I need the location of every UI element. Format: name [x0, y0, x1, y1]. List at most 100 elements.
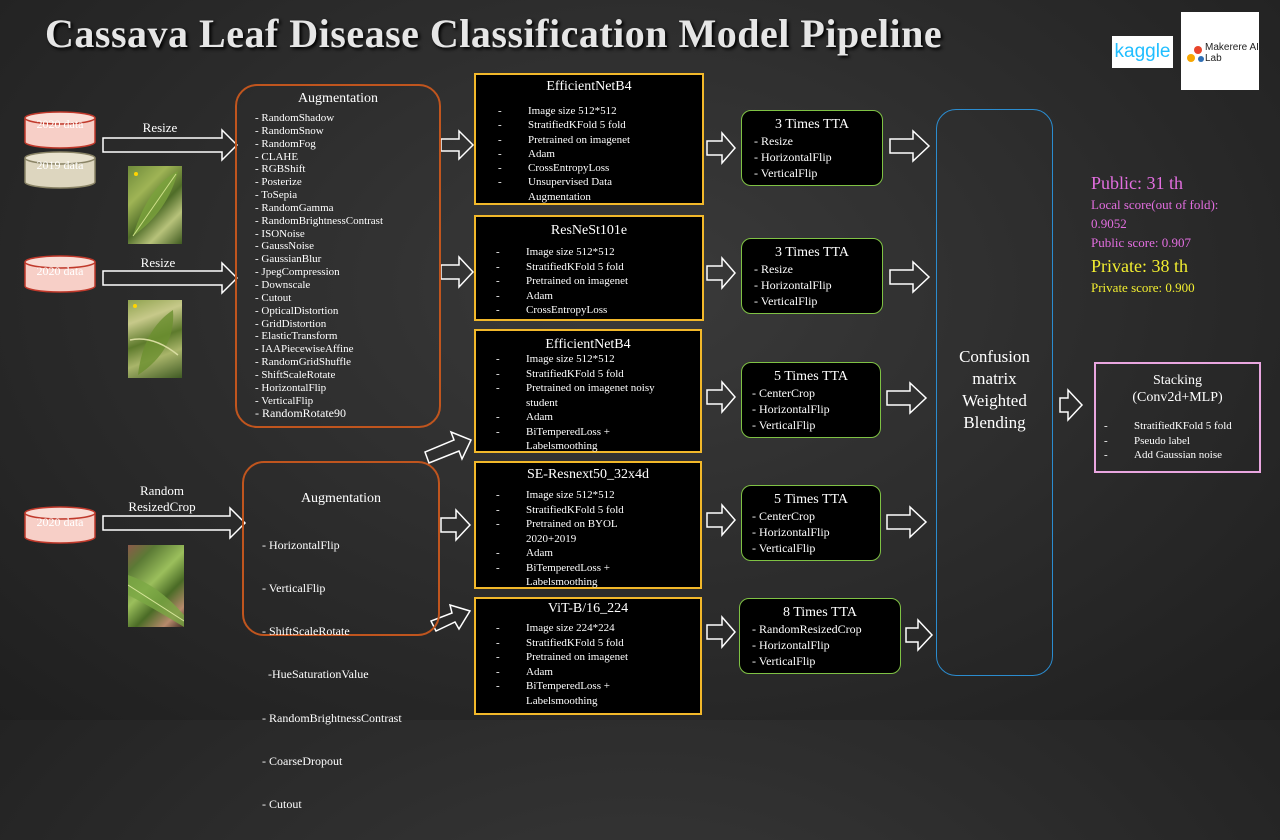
db-label-2019-top: 2019 data: [36, 158, 84, 172]
tta-item: - HorizontalFlip: [752, 402, 830, 416]
arrow-tta-blend-3: [886, 381, 928, 415]
augmentation-item: - CLAHE: [255, 150, 299, 163]
arrow-aug-model-5: [429, 603, 472, 632]
augmentation-box-1: Augmentation - RandomShadow - RandomSnow…: [235, 84, 441, 428]
augmentation-item: - ShiftScaleRotate: [255, 368, 336, 381]
augmentation-box-2: Augmentation - HorizontalFlip - Vertical…: [242, 461, 440, 811]
model-config-item: -BiTemperedLoss + Labelsmoothing: [496, 680, 610, 707]
augmentation-item: - GridDistortion: [255, 317, 327, 330]
augmentation-item: - RandomGamma: [255, 201, 334, 214]
model-config-list: -Image size 224*224 -StratifiedKFold 5 f…: [496, 621, 676, 708]
blending-line: Confusion: [959, 347, 1030, 366]
tta-title: 5 Times TTA: [773, 369, 849, 384]
augmentation-item: - IAAPiecewiseAffine: [255, 343, 354, 356]
tta-item: - Resize: [754, 134, 793, 148]
tta-item: - HorizontalFlip: [754, 278, 832, 292]
model-config-item: -CrossEntropyLoss: [498, 162, 610, 175]
makerere-logo: Makerere AI Lab: [1181, 12, 1259, 90]
tta-item: - Resize: [754, 262, 793, 276]
kaggle-logo-text: kaggle: [1114, 41, 1171, 62]
model-config-item: -Adam: [498, 147, 555, 160]
model-config-item: -StratifiedKFold 5 fold: [496, 503, 624, 516]
leaf-image-2: [128, 300, 182, 378]
arrow-aug-model-2: [440, 255, 475, 289]
arrow-tta-blend-2: [889, 260, 931, 294]
private-rank: Private: 38 th: [1091, 256, 1188, 276]
tta-item: - HorizontalFlip: [752, 525, 830, 539]
augmentation-item: - RandomGridShuffle: [255, 356, 352, 369]
model-config-list: -Image size 512*512 -StratifiedKFold 5 f…: [496, 352, 676, 454]
model-config-item: -Image size 512*512: [498, 105, 617, 117]
augmentation-item: - RandomFog: [255, 137, 316, 150]
tta-box-3: 5 Times TTA - CenterCrop - HorizontalFli…: [741, 362, 881, 438]
model-title: ViT-B/16_224: [547, 601, 629, 616]
augmentation-item: - RandomSnow: [255, 124, 324, 137]
augmentation-item: - Posterize: [255, 176, 302, 189]
augmentation-title-1: Augmentation: [297, 91, 379, 106]
database-2020-bottom: [24, 506, 96, 544]
augmentation-item: -HueSaturationValue: [262, 667, 369, 682]
tta-title: 5 Times TTA: [773, 492, 849, 507]
local-score-label: Local score(out of fold):: [1091, 197, 1219, 212]
confusion-matrix-blending-box: Confusion matrix Weighted Blending: [936, 109, 1053, 676]
augmentation-item: - VerticalFlip: [262, 581, 326, 596]
public-score: Public score: 0.907: [1091, 235, 1192, 250]
model-config-item: -Image size 512*512: [496, 489, 615, 501]
model-box-vit-b16: ViT-B/16_224 -Image size 224*224 -Strati…: [474, 597, 702, 715]
kaggle-logo: kaggle: [1112, 36, 1173, 68]
diagram-connectors: [24, 111, 1084, 632]
model-config-item: -Image size 224*224: [496, 622, 615, 634]
stacking-box: Stacking (Conv2d+MLP) -StratifiedKFold 5…: [1094, 362, 1261, 473]
blending-line: Weighted: [962, 391, 1027, 410]
arrow-model-tta-4: [706, 502, 736, 538]
resize-label-2: Resize: [140, 255, 176, 270]
stacking-title: Stacking: [1153, 373, 1202, 388]
leaf-image-3: [128, 545, 184, 627]
tta-list: - Resize - HorizontalFlip - VerticalFlip: [754, 133, 832, 181]
arrow-aug-model-1: [440, 129, 475, 161]
tta-item: - CenterCrop: [752, 386, 815, 400]
model-config-item: -Pretrained on imagenet: [498, 133, 631, 146]
augmentation-item: - RandomBrightnessContrast: [262, 710, 402, 725]
tta-box-5: 8 Times TTA - RandomResizedCrop - Horizo…: [739, 598, 901, 674]
augmentation-item: - Downscale: [255, 278, 311, 291]
makerere-mark-icon: [1187, 46, 1204, 62]
db-label-2020-bottom: 2020 data: [36, 515, 84, 529]
arrow-resize-2: [102, 261, 239, 295]
model-config-list: -Image size 512*512 -StratifiedKFold 5 f…: [496, 245, 696, 318]
arrow-rrc: [102, 506, 247, 540]
tta-item: - VerticalFlip: [752, 541, 816, 555]
arrow-aug-model-3: [424, 430, 473, 464]
page-title: Cassava Leaf Disease Classification Mode…: [45, 11, 943, 56]
database-2019-top: [24, 151, 96, 189]
model-config-item: -Adam: [496, 665, 553, 678]
tta-item: - VerticalFlip: [754, 294, 818, 308]
local-score-value: 0.9052: [1091, 216, 1127, 231]
model-config-item: -StratifiedKFold 5 fold: [496, 636, 624, 649]
database-2020-top: [24, 111, 96, 149]
augmentation-title-2: Augmentation: [300, 491, 382, 506]
augmentation-item: - OpticalDistortion: [255, 304, 339, 317]
model-config-list: -Image size 512*512 -StratifiedKFold 5 f…: [498, 104, 698, 204]
augmentation-item: - ISONoise: [255, 227, 305, 240]
tta-box-2: 3 Times TTA - Resize - HorizontalFlip - …: [741, 238, 883, 314]
augmentation-item: - ElasticTransform: [255, 330, 338, 343]
arrow-model-tta-2: [706, 255, 736, 291]
tta-list: - CenterCrop - HorizontalFlip - Vertical…: [752, 508, 830, 556]
tta-item: - HorizontalFlip: [754, 150, 832, 164]
model-config-item: -Image size 512*512: [496, 353, 615, 365]
model-title: EfficientNetB4: [546, 79, 632, 94]
model-config-item: -Adam: [496, 547, 553, 559]
stacking-list: -StratifiedKFold 5 fold -Pseudo label -A…: [1104, 419, 1232, 463]
arrow-blend-stack: [1059, 388, 1084, 422]
tta-title: 3 Times TTA: [774, 245, 850, 260]
resize-label-1: Resize: [142, 120, 178, 135]
tta-item: - VerticalFlip: [752, 418, 816, 432]
blending-line: matrix: [972, 369, 1017, 388]
model-config-list: -Image size 512*512 -StratifiedKFold 5 f…: [496, 488, 646, 590]
arrow-tta-blend-4: [886, 505, 928, 539]
model-config-item: -Pretrained on imagenet: [496, 651, 629, 663]
augmentation-item: - ToSepia: [255, 189, 298, 202]
augmentation-item: - CoarseDropout: [262, 753, 343, 768]
tta-item: - VerticalFlip: [754, 166, 818, 180]
